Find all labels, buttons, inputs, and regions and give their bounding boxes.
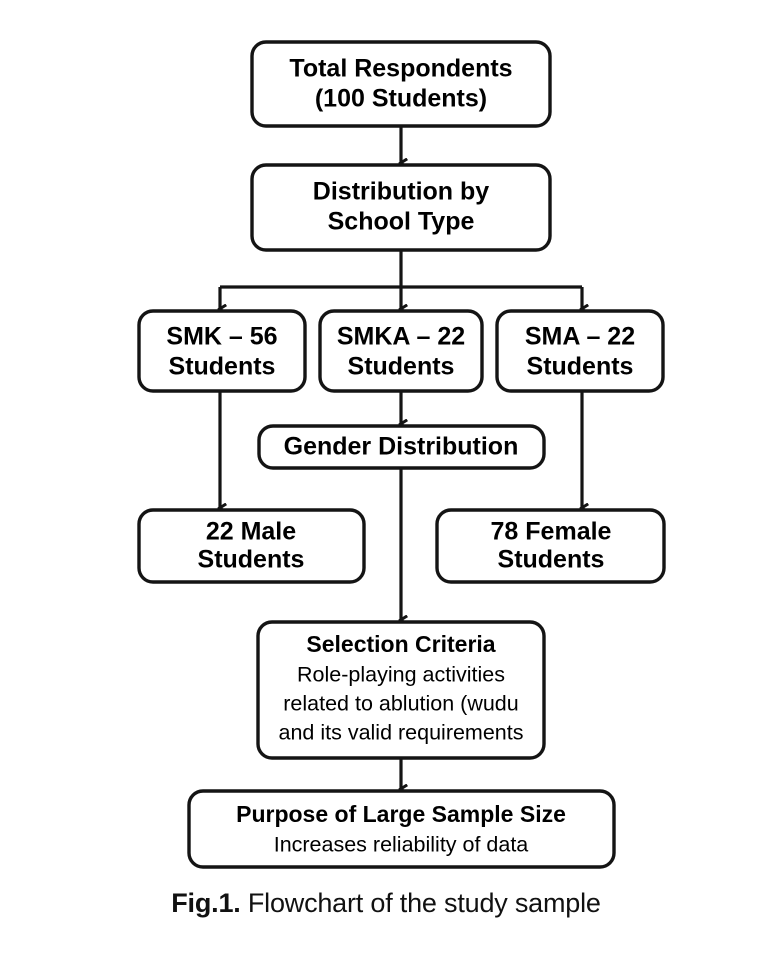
node-female-students-line2: Students (498, 546, 605, 574)
connectors (220, 126, 582, 789)
node-purpose-line1: Increases reliability of data (274, 833, 529, 857)
node-smk-line2: Students (169, 353, 276, 381)
node-distribution-by-school-type: Distribution by School Type (250, 163, 552, 252)
node-male-students-line2: Students (198, 546, 305, 574)
node-total-respondents-line2: (100 Students) (315, 85, 487, 113)
node-selection-criteria-heading: Selection Criteria (306, 631, 495, 657)
node-selection-criteria-line2: related to ablution (wudu (283, 692, 518, 716)
node-total-respondents: Total Respondents (100 Students) (250, 40, 552, 128)
node-gender-distribution: Gender Distribution (257, 424, 546, 470)
node-female-students-line1: 78 Female (491, 518, 612, 546)
node-male-students: 22 Male Students (137, 508, 366, 584)
node-selection-criteria-line1: Role-playing activities (297, 663, 505, 687)
node-gender-distribution-label: Gender Distribution (284, 433, 519, 461)
node-smk: SMK – 56 Students (137, 309, 307, 393)
node-female-students-box (435, 508, 666, 584)
node-total-respondents-line1: Total Respondents (289, 55, 512, 83)
node-female-students: 78 Female Students (435, 508, 666, 584)
node-smk-box (137, 309, 307, 393)
node-smka-line2: Students (348, 353, 455, 381)
node-purpose-box (187, 789, 616, 869)
node-distribution-line1: Distribution by (313, 178, 489, 206)
node-distribution-line2: School Type (328, 208, 475, 236)
node-sma-line1: SMA – 22 (525, 323, 635, 351)
node-male-students-box (137, 508, 366, 584)
node-male-students-line1: 22 Male (206, 518, 296, 546)
node-smk-line1: SMK – 56 (166, 323, 277, 351)
node-purpose-heading: Purpose of Large Sample Size (236, 801, 566, 827)
node-selection-criteria-box (256, 620, 546, 760)
figure-caption: Fig.1. Flowchart of the study sample (0, 888, 772, 919)
node-smka: SMKA – 22 Students (318, 309, 484, 393)
node-sma: SMA – 22 Students (495, 309, 665, 393)
node-selection-criteria: Selection Criteria Role-playing activiti… (256, 620, 546, 760)
node-gender-distribution-box (257, 424, 546, 470)
node-selection-criteria-line3: and its valid requirements (279, 721, 524, 745)
figure-caption-text: Flowchart of the study sample (247, 888, 601, 918)
figure-caption-label: Fig.1. (171, 888, 248, 918)
node-sma-line2: Students (527, 353, 634, 381)
node-distribution-box (250, 163, 552, 252)
node-smka-line1: SMKA – 22 (337, 323, 465, 351)
node-sma-box (495, 309, 665, 393)
node-total-respondents-box (250, 40, 552, 128)
node-purpose-of-large-sample-size: Purpose of Large Sample Size Increases r… (187, 789, 616, 869)
node-smka-box (318, 309, 484, 393)
